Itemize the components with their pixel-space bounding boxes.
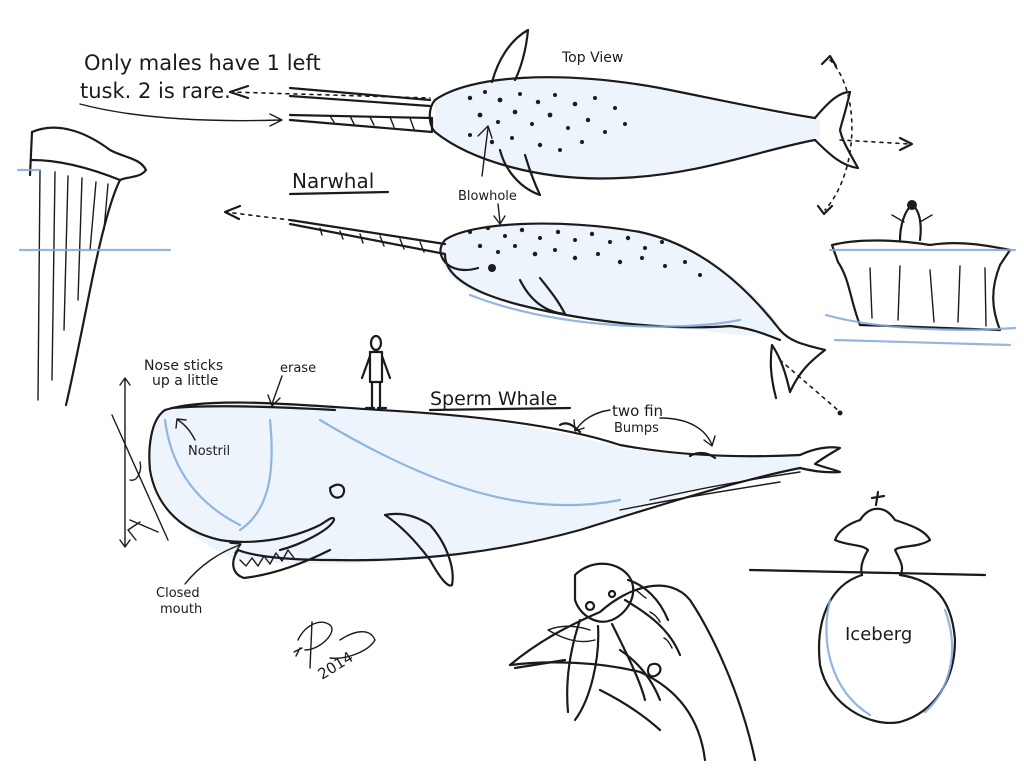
iceberg [748, 490, 987, 725]
sperm-whale-title: Sperm Whale [430, 388, 557, 410]
iceberg-label: Iceberg [845, 624, 912, 645]
two-fin-line2: Bumps [614, 421, 659, 436]
two-fin-line1: two fin [612, 402, 663, 420]
nose-sticks-line2: up a little [152, 373, 219, 389]
two-fin-arrows [573, 409, 716, 447]
ice-floe-right [824, 200, 1017, 347]
narwhal-top-view [228, 28, 914, 216]
nostril-arrow [175, 418, 196, 441]
nostril-label: Nostril [188, 444, 230, 459]
signature-year: 2014 [315, 648, 357, 684]
narwhal-side-view [223, 204, 843, 416]
closed-mouth-line2: mouth [160, 602, 202, 617]
sperm-whale-title-underline [428, 406, 572, 412]
top-view-label: Top View [561, 50, 623, 66]
narwhal-title: Narwhal [292, 169, 374, 193]
narwhal-side-spots [468, 225, 702, 277]
closed-mouth-arrow [184, 542, 242, 585]
erase-arrow [267, 375, 283, 407]
human-scale-figure [360, 334, 392, 410]
tusk-note-arrow [79, 103, 283, 127]
tusk-note-line1: Only males have 1 left [84, 51, 321, 75]
tusk-note-line2: tusk. 2 is rare. [80, 79, 231, 103]
blowhole-label: Blowhole [458, 189, 517, 204]
blowhole-arrow [493, 203, 506, 225]
ice-cliff-left [16, 126, 172, 407]
blowhole-arrow-top [477, 125, 493, 177]
closed-mouth-line1: Closed [156, 586, 200, 601]
erase-label: erase [280, 361, 316, 376]
narwhal-title-underline [288, 190, 390, 196]
nose-sticks-line1: Nose sticks [144, 358, 223, 374]
narwhal-top-spots [467, 90, 627, 152]
whale-and-squid [508, 562, 757, 762]
sperm-whale [111, 377, 842, 587]
artist-signature: 2014 [293, 621, 376, 684]
